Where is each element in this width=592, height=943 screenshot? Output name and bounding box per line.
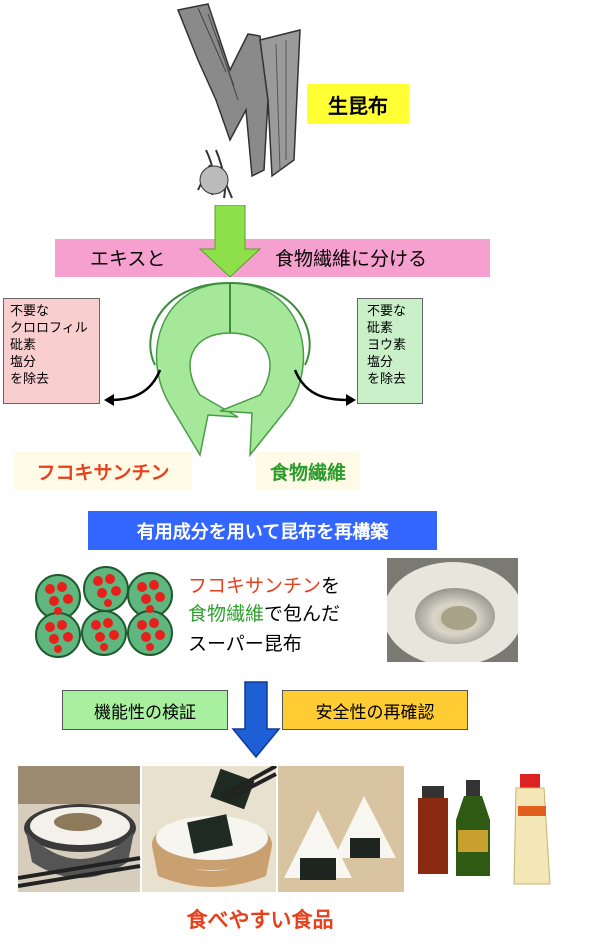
down-green-arrow [198, 205, 262, 278]
rice-bowl-furikake-photo [18, 766, 141, 892]
easy-food-caption: 食べやすい食品 [186, 908, 334, 932]
powder-photo [387, 558, 518, 662]
removed-right-line: 塩分 [367, 355, 394, 370]
separation-process-diagram [104, 205, 356, 458]
safety-recheck-label: 安全性の再確認 [282, 690, 468, 730]
removed-right-line: 不要な [367, 304, 407, 319]
removed-right-line: を除去 [367, 372, 407, 387]
fiber-label: 食物繊維 [256, 452, 360, 490]
removed-left-box: 不要な クロロフィル 砒素 塩分 を除去 [3, 298, 100, 404]
left-curved-arrow [155, 282, 239, 458]
drink-bottles-photo [406, 766, 506, 892]
super-kelp-line-3: スーパー昆布 [188, 633, 302, 655]
super-kelp-line-2: 食物繊維で包んだ [188, 603, 341, 625]
mayonnaise-photo [510, 766, 578, 892]
down-blue-arrow [231, 681, 281, 759]
removed-left-line: 不要な [10, 304, 50, 319]
rebuild-label: 有用成分を用いて昆布を再構築 [88, 511, 437, 550]
removed-left-line: を除去 [10, 372, 50, 387]
rice-bowl-nori-photo [142, 766, 277, 892]
super-kelp-line-1: フコキサンチンを [188, 575, 341, 597]
capsule-cluster-illustration [35, 566, 173, 658]
removed-left-line: 塩分 [10, 355, 37, 370]
removed-left-line: クロロフィル [10, 321, 88, 336]
raw-kelp-label: 生昆布 [307, 84, 409, 124]
fucoxanthin-label: フコキサンチン [14, 452, 192, 490]
removed-right-line: 砒素 [367, 321, 394, 336]
separate-right-text: 食物繊維に分ける [275, 248, 428, 270]
onigiri-photo [278, 766, 404, 892]
removed-left-line: 砒素 [10, 338, 37, 353]
function-verify-label: 機能性の検証 [62, 690, 228, 730]
raw-kelp-illustration [168, 0, 304, 205]
removed-right-box: 不要な 砒素 ヨウ素 塩分 を除去 [357, 298, 423, 404]
removed-right-line: ヨウ素 [367, 338, 407, 353]
separate-left-text: エキスと [90, 248, 166, 270]
separate-bar [55, 239, 490, 277]
food-photos-strip [18, 766, 578, 892]
right-curved-arrow [219, 282, 305, 458]
